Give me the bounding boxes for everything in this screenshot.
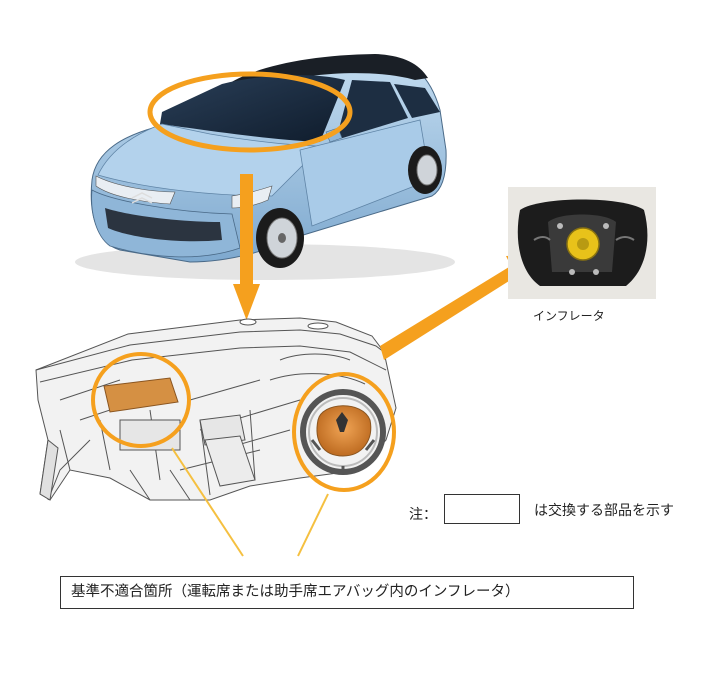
note-legend-box (444, 494, 520, 524)
driver-highlight-ring (292, 372, 396, 492)
inflator-photo (508, 187, 656, 299)
inflator-label: インフレータ (533, 309, 605, 323)
down-arrow (233, 174, 260, 320)
callout-line-driver (297, 493, 329, 557)
note-text: は交換する部品を示す (534, 503, 674, 519)
steering-wheel (300, 389, 386, 475)
front-wheel (256, 208, 304, 268)
nonconformity-callout-box: 基準不適合箇所（運転席または助手席エアバッグ内のインフレータ） (60, 576, 634, 609)
passenger-highlight-ring (91, 352, 191, 448)
callout-line-passenger (171, 447, 244, 557)
note-prefix: 注： (409, 507, 437, 523)
dashboard-wireframe (35, 317, 397, 501)
passenger-airbag-module (103, 377, 179, 413)
windshield-highlight-ring (147, 71, 353, 153)
rear-wheel (408, 146, 442, 194)
car-illustration (75, 54, 455, 280)
